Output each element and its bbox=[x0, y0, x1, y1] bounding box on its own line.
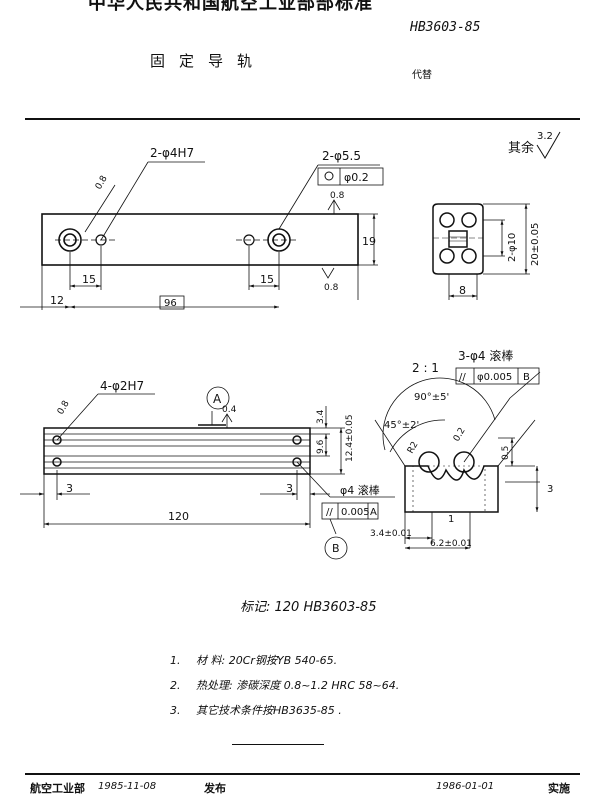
footer-department: 航空工业部 bbox=[30, 782, 85, 795]
detail-radius: R2 bbox=[406, 440, 421, 455]
footer-rule bbox=[25, 773, 580, 775]
dim-20: 20±0.05 bbox=[530, 223, 541, 266]
dim-0-5: 0.5 bbox=[501, 446, 511, 460]
parallel-datum-a: A bbox=[370, 507, 377, 518]
dim-120: 120 bbox=[168, 510, 189, 523]
top-roughness: 0.8 bbox=[94, 174, 110, 192]
front-view-dimension-lines bbox=[20, 386, 395, 560]
dim-3-4-detail: 3.4±0.01 bbox=[370, 529, 412, 539]
marking-example: 标记: 120 HB3603-85 bbox=[240, 600, 377, 615]
top-view-dimension-lines bbox=[20, 161, 384, 310]
rest-finish-label: 其余 bbox=[508, 140, 534, 156]
dim-6-2: 6.2±0.01 bbox=[430, 539, 472, 549]
tolerance-b-value: φ0.005 bbox=[477, 372, 512, 383]
position-tolerance-icon bbox=[324, 171, 334, 181]
detail-roughness: 0.2 bbox=[452, 426, 468, 443]
roughness-0-8-b: 0.8 bbox=[330, 191, 345, 201]
standard-number: HB3603-85 bbox=[410, 20, 481, 35]
dim-96: 96 bbox=[164, 298, 177, 309]
note-1-number: 1. bbox=[170, 654, 181, 667]
footer-effective-date: 1986-01-01 bbox=[436, 781, 495, 792]
angle-45: 45°±2' bbox=[384, 420, 419, 431]
dim-1: 1 bbox=[448, 514, 454, 525]
footer-implement-label: 实施 bbox=[548, 782, 570, 795]
dim-15-left: 15 bbox=[82, 273, 96, 286]
dim-9-6: 9.6 bbox=[316, 439, 326, 454]
standard-title: 固定导轨 bbox=[150, 52, 267, 70]
parallel-tolerance-value: 0.005 bbox=[341, 507, 370, 518]
side-view-dimension-lines bbox=[448, 203, 530, 300]
dim-2phi10: 2-φ10 bbox=[507, 233, 518, 262]
note-2-text: 热处理: 渗碳深度 0.8~1.2 HRC 58~64. bbox=[196, 679, 400, 692]
footer-issue-date: 1985-11-08 bbox=[98, 781, 157, 792]
note-3-text: 其它技术条件按HB3635-85 . bbox=[196, 704, 342, 717]
scale-label: 2 : 1 bbox=[412, 361, 439, 375]
hole-4phi2h7-label: 4-φ2H7 bbox=[100, 379, 144, 393]
note-2: 2. 热处理: 渗碳深度 0.8~1.2 HRC 58~64. bbox=[170, 677, 399, 693]
detail-dimension-lines bbox=[374, 367, 541, 550]
notes-end-rule bbox=[232, 744, 324, 745]
parallel-icon-b: // bbox=[459, 372, 466, 383]
front-view bbox=[43, 427, 311, 475]
dim-3-left: 3 bbox=[66, 482, 73, 495]
parallel-icon: // bbox=[326, 507, 333, 518]
dim-19: 19 bbox=[362, 235, 376, 248]
note-3-number: 3. bbox=[170, 704, 181, 717]
datum-b-marker: B bbox=[332, 542, 340, 555]
datum-a-marker: A bbox=[213, 392, 222, 406]
replaces-label: 代替 bbox=[412, 70, 432, 81]
issuing-organization: 中华人民共和国航空工业部部标准 bbox=[88, 0, 373, 14]
note-1-text: 材 料: 20Cr钢按YB 540-65. bbox=[196, 654, 338, 667]
dim-96-box bbox=[159, 295, 185, 310]
rods-3-label: 3-φ4 滚棒 bbox=[458, 348, 513, 363]
header-rule bbox=[25, 118, 580, 120]
dim-3-4: 3.4 bbox=[316, 409, 326, 424]
rod-label: φ4 滚棒 bbox=[340, 483, 380, 497]
front-roughness-0-4: 0.4 bbox=[222, 405, 237, 415]
footer-publish-label: 发布 bbox=[204, 782, 226, 795]
dim-3-right: 3 bbox=[286, 482, 293, 495]
hole-2phi4h7-label: 2-φ4H7 bbox=[150, 146, 194, 160]
front-roughness: 0.8 bbox=[56, 399, 72, 417]
angle-90: 90°±5' bbox=[414, 392, 449, 403]
dim-12: 12 bbox=[50, 294, 64, 307]
note-2-number: 2. bbox=[170, 679, 181, 692]
dim-15-right: 15 bbox=[260, 273, 274, 286]
dim-3-detail: 3 bbox=[547, 484, 553, 495]
roughness-rest-value: 3.2 bbox=[537, 131, 553, 142]
position-tolerance-value: φ0.2 bbox=[344, 171, 369, 184]
dim-12-4: 12.4±0.05 bbox=[345, 414, 355, 462]
roughness-0-8-c: 0.8 bbox=[324, 283, 339, 293]
dim-8: 8 bbox=[459, 284, 466, 297]
side-view bbox=[432, 203, 484, 275]
top-view bbox=[41, 213, 359, 266]
hole-2phi5-5-label: 2-φ5.5 bbox=[322, 149, 361, 163]
note-3: 3. 其它技术条件按HB3635-85 . bbox=[170, 702, 342, 718]
roughness-symbol bbox=[536, 131, 561, 159]
note-1: 1. 材 料: 20Cr钢按YB 540-65. bbox=[170, 652, 337, 668]
tolerance-datum-b: B bbox=[523, 372, 530, 383]
detail-view bbox=[404, 451, 499, 513]
